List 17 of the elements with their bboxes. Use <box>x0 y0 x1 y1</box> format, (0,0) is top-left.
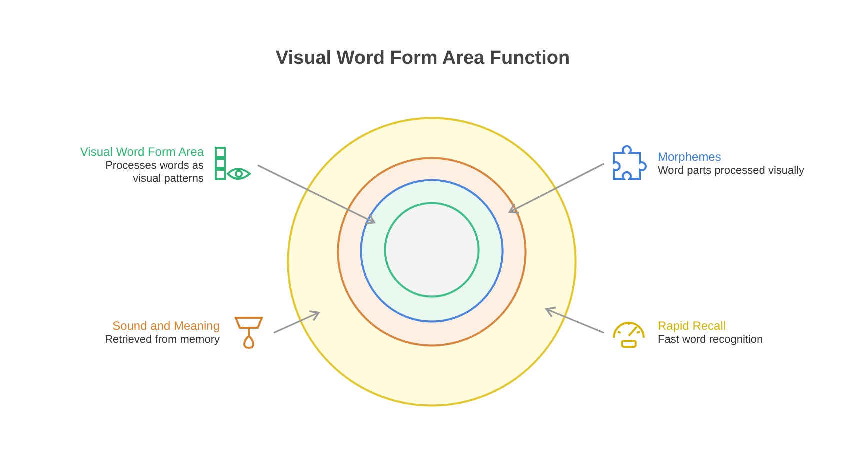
ring-circle <box>337 157 527 347</box>
callout-description: Retrieved from memory <box>104 334 220 347</box>
arrow <box>509 163 604 214</box>
callout-heading: Morphemes <box>658 150 722 165</box>
arrow <box>274 310 320 334</box>
diagram-title: Visual Word Form Area Function <box>274 48 572 70</box>
arrow <box>258 164 376 225</box>
ring-circle <box>360 179 504 323</box>
callout-description: Word parts processed visually <box>658 165 806 178</box>
callout-heading: Visual Word Form Area <box>79 145 204 160</box>
callout-heading: Sound and Meaning <box>112 319 220 334</box>
ring-circle <box>287 117 577 407</box>
ring-circle <box>384 202 480 298</box>
arrow <box>546 306 604 334</box>
callout-description: Fast word recognition <box>658 334 764 347</box>
callout-heading: Rapid Recall <box>658 319 728 334</box>
callout-description: Processes words as visual patterns <box>104 160 204 186</box>
